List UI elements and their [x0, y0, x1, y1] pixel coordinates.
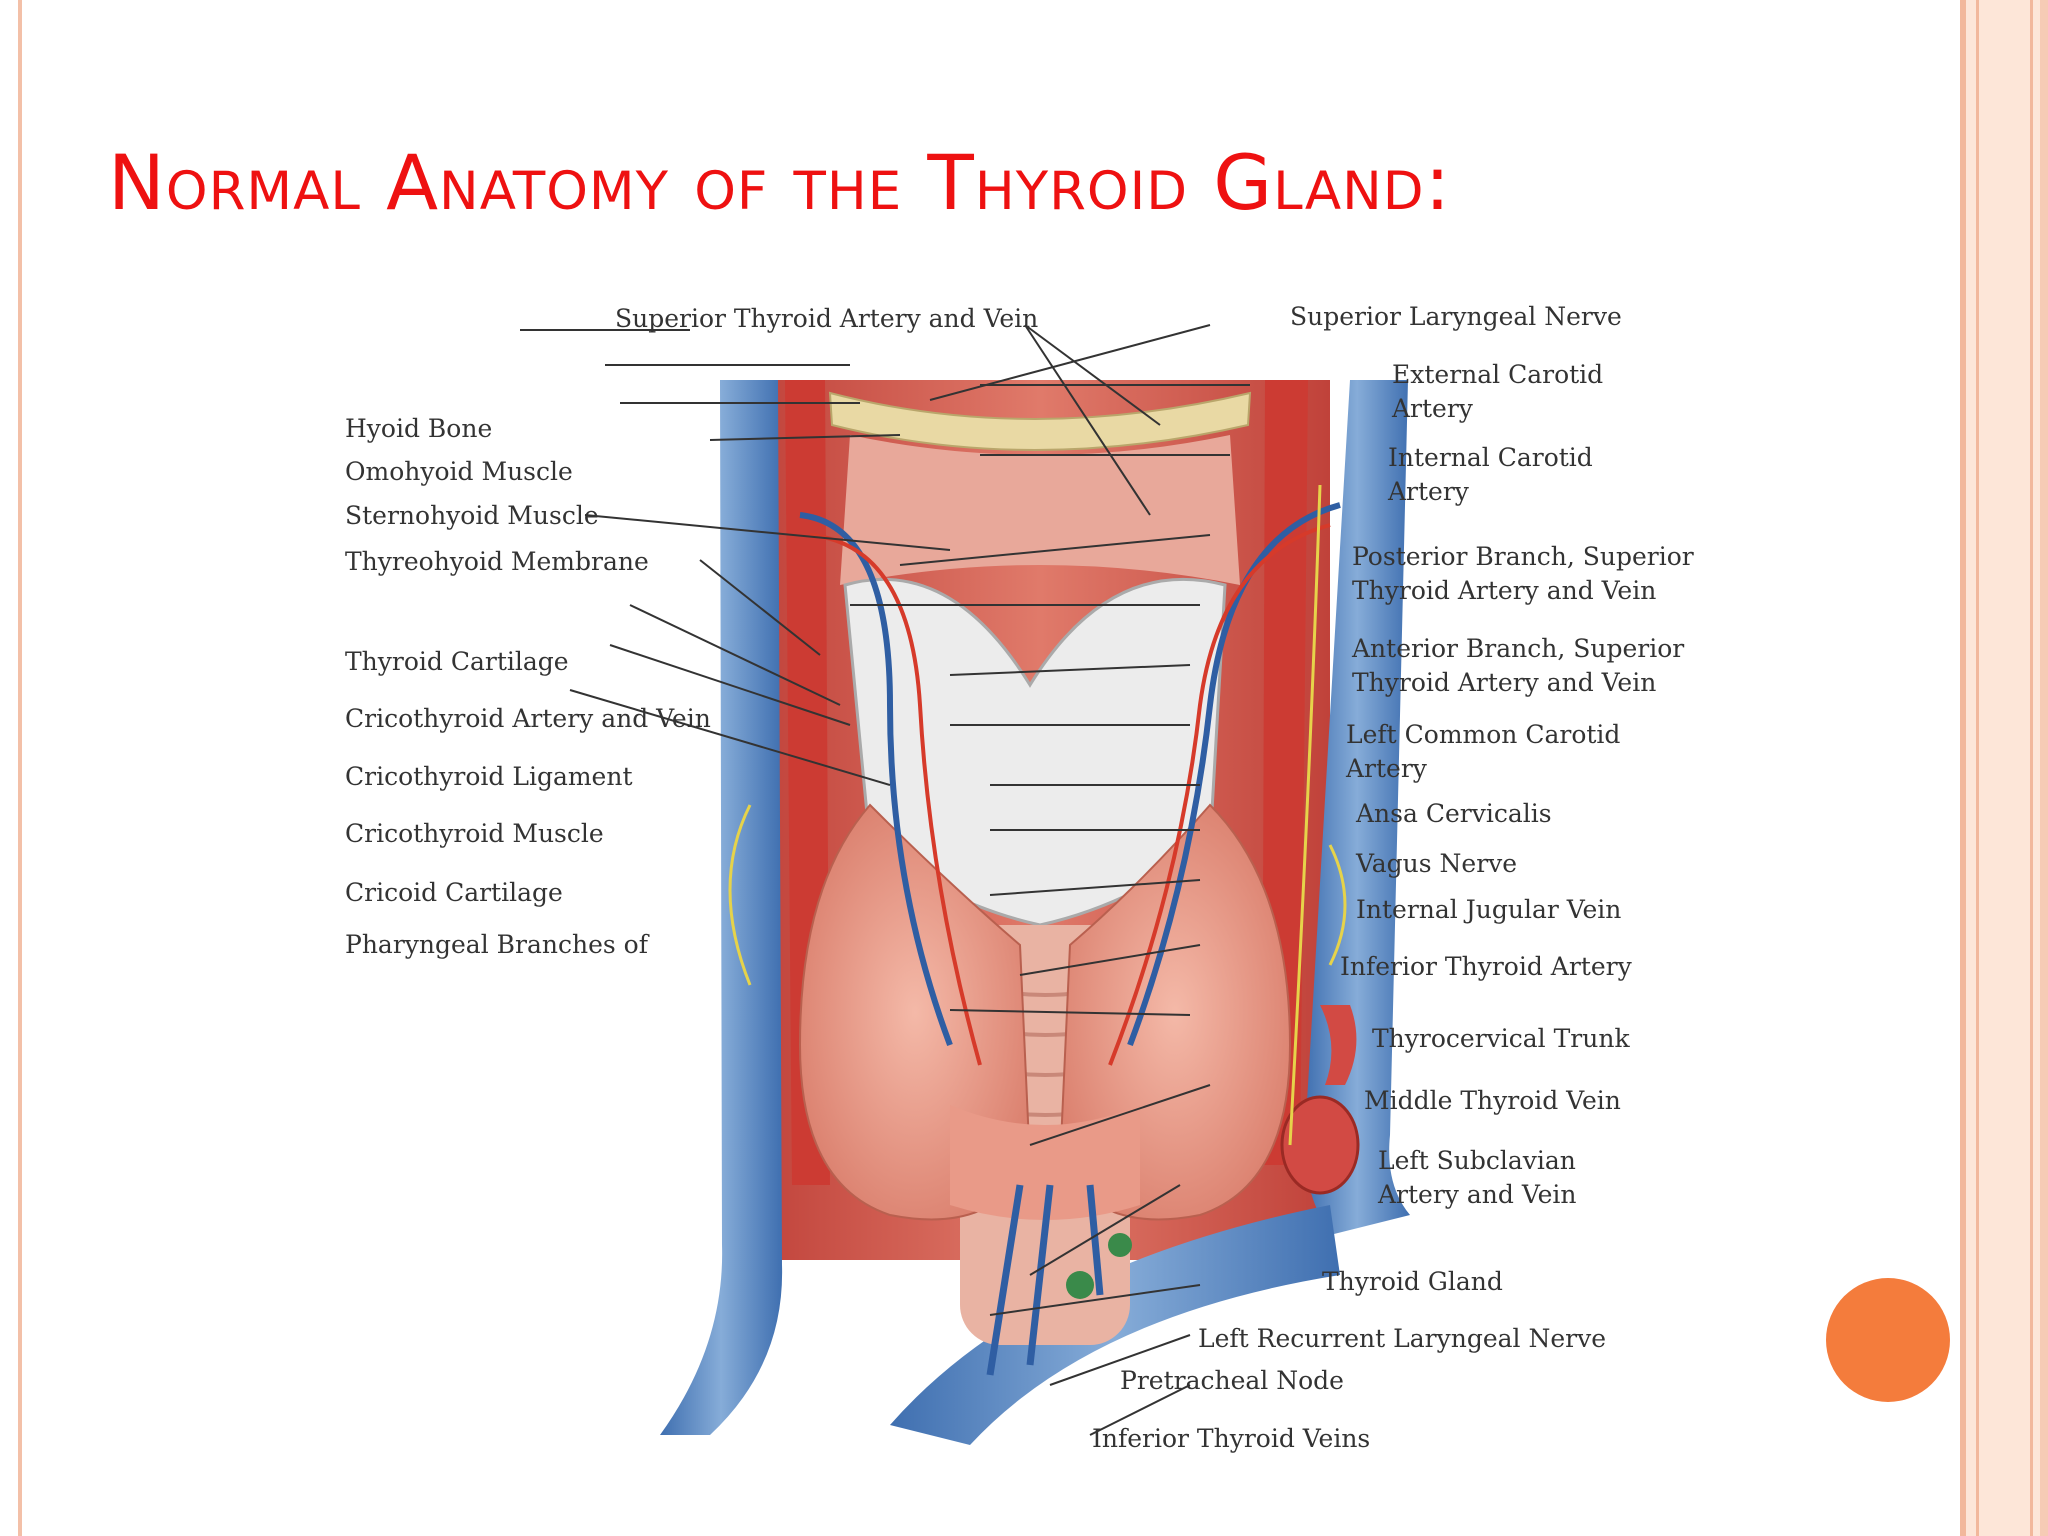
left-jugular-vein [660, 380, 783, 1435]
label-left-recurrent-laryngeal-nerve: Left Recurrent Laryngeal Nerve [1198, 1324, 1607, 1353]
slide-title: Normal Anatomy of the Thyroid Gland: [108, 138, 1452, 227]
slide-frame-line [1976, 0, 1979, 1536]
inferior-thyroid-veins [986, 1184, 1104, 1376]
label-internal-jugular-vein: Internal Jugular Vein [1356, 895, 1622, 924]
pretracheal-node [1108, 1233, 1132, 1257]
label-cricothyroid-muscle: Cricothyroid Muscle [345, 819, 604, 848]
label-hyoid-bone: Hyoid Bone [345, 414, 493, 443]
label-thyroid-gland: Thyroid Gland [1322, 1267, 1503, 1296]
label-omohyoid-muscle: Omohyoid Muscle [345, 457, 573, 486]
label-inferior-thyroid-veins: Inferior Thyroid Veins [1092, 1424, 1371, 1453]
thyrocervical-trunk [1320, 1005, 1357, 1085]
slide-frame-line [1960, 0, 1966, 1536]
label-ansa-cervicalis: Ansa Cervicalis [1356, 799, 1552, 828]
label-superior-thyroid-artery-vein: Superior Thyroid Artery and Vein [615, 304, 1039, 333]
left-subclavian-artery [1280, 1095, 1360, 1195]
slide-frame-right [1960, 0, 2048, 1536]
label-cricoid-cartilage: Cricoid Cartilage [345, 878, 563, 907]
label-thyroid-cartilage: Thyroid Cartilage [345, 647, 569, 676]
label-cricothyroid-artery-vein: Cricothyroid Artery and Vein [345, 704, 711, 733]
label-thyreohyoid-membrane: Thyreohyoid Membrane [345, 547, 649, 576]
label-pharyngeal-branches: Pharyngeal Branches of [345, 930, 648, 959]
pretracheal-node [1066, 1271, 1094, 1299]
accent-circle [1826, 1278, 1950, 1402]
thyroid-anatomy-figure [330, 285, 1670, 1465]
label-sternohyoid-muscle: Sternohyoid Muscle [345, 501, 599, 530]
slide-frame-line [2030, 0, 2033, 1536]
label-thyrocervical-trunk: Thyrocervical Trunk [1372, 1024, 1630, 1053]
label-inferior-thyroid-artery: Inferior Thyroid Artery [1340, 952, 1632, 981]
thyrohyoid-membrane [840, 435, 1240, 585]
superior-thyroid-vessels [799, 502, 1341, 1066]
label-vagus-nerve: Vagus Nerve [1356, 849, 1518, 878]
leader-lines [520, 324, 1250, 1436]
hyoid-bone [828, 391, 1252, 451]
label-cricothyroid-ligament: Cricothyroid Ligament [345, 762, 633, 791]
label-middle-thyroid-vein: Middle Thyroid Vein [1364, 1086, 1621, 1115]
slide-frame-left [18, 0, 22, 1536]
thyroid-cartilage [843, 577, 1227, 927]
label-pretracheal-node: Pretracheal Node [1120, 1366, 1344, 1395]
nerves [728, 484, 1347, 1146]
label-superior-laryngeal-nerve: Superior Laryngeal Nerve [1290, 302, 1622, 331]
slide-frame-line [2040, 0, 2048, 1536]
anatomy-illustration [520, 324, 1410, 1445]
